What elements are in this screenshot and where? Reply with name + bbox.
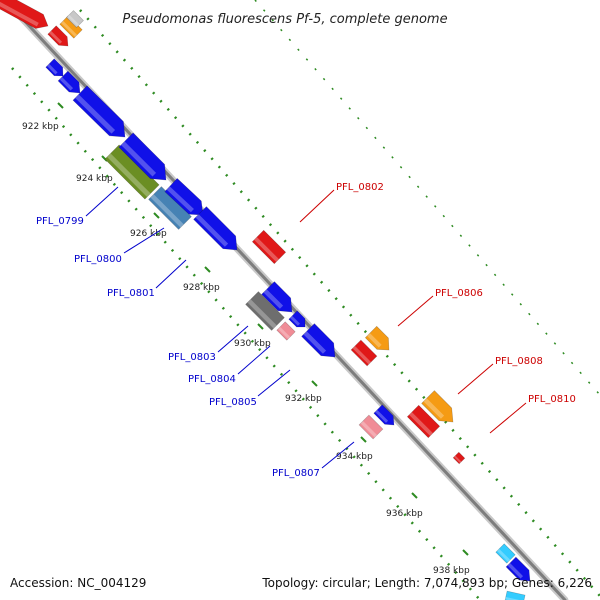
gene-highlight [423,398,445,419]
tick-label: 926 kbp [130,229,167,239]
gene-arrow[interactable] [261,281,293,313]
gene-features [0,0,531,600]
gene-highlight [367,333,382,348]
gene-arrow[interactable] [59,15,83,39]
gene-arrow[interactable] [406,404,441,439]
tick-label: 932 kbp [285,394,322,404]
tick-label: 934 kbp [336,452,373,462]
gene-arrow[interactable] [358,414,384,440]
gene-highlight [150,194,184,228]
gene-arrow[interactable] [373,404,395,426]
gene-highlight [375,409,389,423]
gene-arrow[interactable] [505,556,531,582]
gene-highlight [107,153,151,197]
tick-label: 938 kbp [433,566,470,576]
gene-arrow[interactable] [251,229,287,265]
gene-highlight [360,420,378,438]
gene-highlight [67,14,80,27]
gene-highlight [505,596,520,600]
gene-highlight [166,186,194,213]
gene-highlight [497,548,511,562]
gene-highlight [507,562,524,579]
gene-highlight [247,299,277,329]
topology-text: Topology: circular; Length: 7,074,893 bp… [261,576,592,590]
gene-arrow[interactable] [164,177,204,216]
gene-label[interactable]: PFL_0808 [495,356,543,367]
track-lines [11,0,600,600]
gene-arrow[interactable] [421,390,454,423]
gene-label[interactable]: PFL_0799 [36,216,84,227]
gene-arrow[interactable] [193,206,238,251]
gene-arrow[interactable] [0,0,49,29]
gene-highlight [61,20,78,37]
outer-track-line [79,9,600,597]
tick-label: 930 kbp [234,339,271,349]
gene-highlight [47,63,58,75]
tick-label: 922 kbp [22,122,59,132]
gene-arrow[interactable] [452,451,466,465]
gene-label[interactable]: PFL_0803 [168,352,216,363]
gene-highlight [278,326,291,339]
gene-highlight [409,412,433,436]
gene-label[interactable]: PFL_0807 [272,468,320,479]
gene-highlight [49,30,63,44]
tick-label: 928 kbp [183,283,220,293]
gene-highlight [352,345,372,365]
gene-arrow[interactable] [104,144,160,200]
gene-arrow[interactable] [72,85,126,138]
gene-arrow[interactable] [66,10,84,28]
gene-highlight [290,315,300,326]
gene-highlight [121,141,157,177]
gene-arrow[interactable] [495,543,516,564]
gene-arrow[interactable] [504,590,526,600]
gene-label[interactable]: PFL_0802 [336,182,384,193]
accession-text: Accession: NC_004129 [10,576,146,590]
gene-arrow[interactable] [57,70,81,94]
gene-arrow[interactable] [276,321,296,341]
gene-arrow[interactable] [45,58,64,77]
gene-highlight [0,1,39,27]
gene-arrow[interactable] [47,25,69,47]
gene-highlight [303,331,327,354]
gene-arrow[interactable] [148,186,192,230]
gene-arrow[interactable] [118,132,167,181]
tick-label: 924 kbp [76,174,113,184]
tick-marks [57,102,469,556]
inner-track-line [11,67,481,600]
gene-labels-left: PFL_0799 PFL_0800 PFL_0801 PFL_0803 PFL_… [36,186,355,479]
gene-label[interactable]: PFL_0810 [528,394,576,405]
gene-label[interactable]: PFL_0800 [74,254,122,265]
gene-highlight [195,214,229,247]
gene-arrow[interactable] [301,323,336,358]
gene-arrow[interactable] [364,325,390,351]
gene-highlight [263,289,284,309]
gene-highlight [59,76,74,91]
gene-labels-right: PFL_0802 PFL_0806 PFL_0808 PFL_0810 [299,182,576,434]
gene-highlight [75,94,116,134]
gene-highlight [254,237,279,262]
gene-highlight [453,455,462,464]
gene-label[interactable]: PFL_0806 [435,288,483,299]
gene-arrow[interactable] [350,339,378,367]
gene-label[interactable]: PFL_0805 [209,397,257,408]
map-title: Pseudomonas fluorescens Pf-5, complete g… [122,12,447,27]
gene-label[interactable]: PFL_0804 [188,374,236,385]
gene-label[interactable]: PFL_0801 [107,288,155,299]
tick-labels: 922 kbp 924 kbp 926 kbp 928 kbp 930 kbp … [22,122,470,576]
gene-arrow[interactable] [288,310,306,328]
tick-label: 936 kbp [386,509,423,519]
gene-arrow[interactable] [245,291,285,331]
